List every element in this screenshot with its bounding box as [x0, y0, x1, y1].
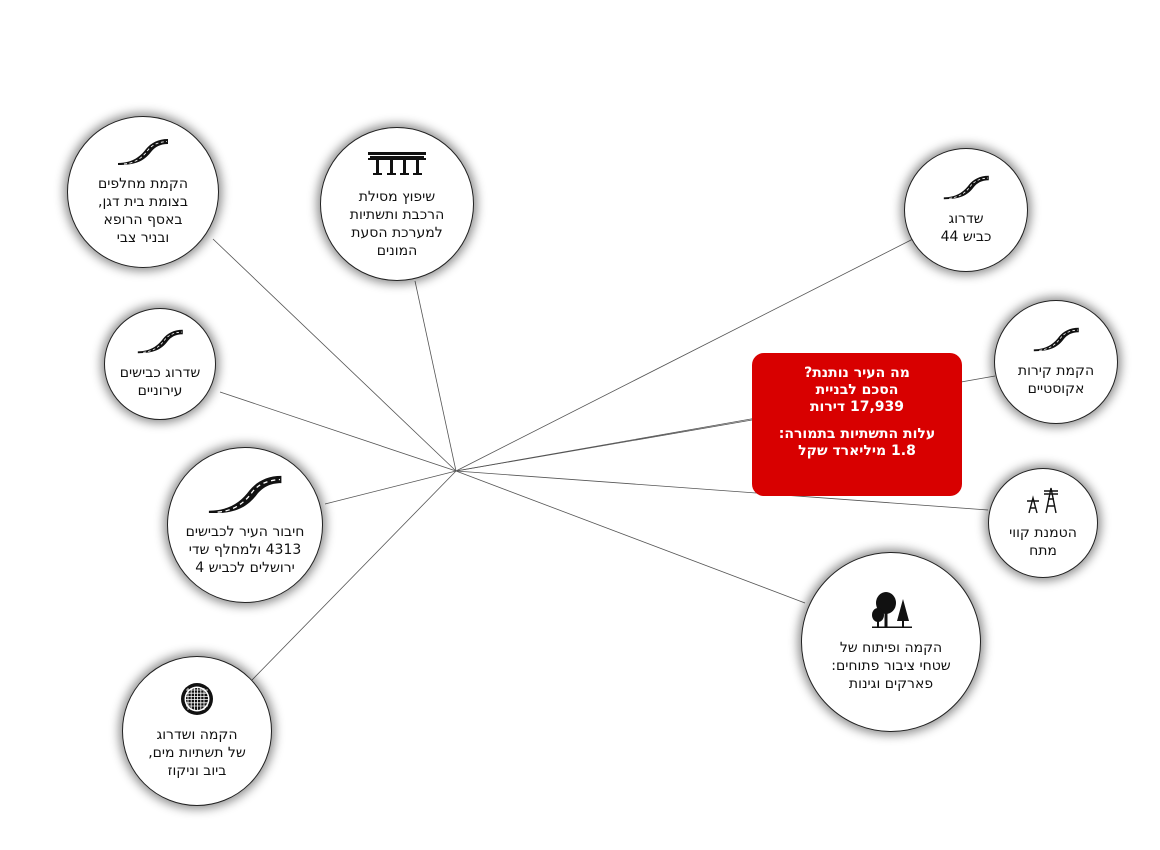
connector-line-parks: [455, 470, 806, 604]
road-icon: [136, 328, 185, 357]
node-powerlines: הטמנת קווי מתח: [988, 468, 1098, 578]
node-urban-roads: שדרוג כבישים עירוניים: [104, 308, 216, 420]
node-label: הקמת קירות אקוסטיים: [1017, 362, 1095, 397]
manhole-icon: [180, 682, 214, 720]
node-label: שדרוג כביש 44: [940, 210, 992, 245]
connector-line-water: [251, 470, 457, 681]
node-water: הקמה ושדרוג של תשתיות מים, ביוב וניקוז: [122, 656, 272, 806]
node-highway44: שדרוג כביש 44: [904, 148, 1028, 272]
node-label: חיבור העיר לכבישים 4313 ולמחלף שדי ירושל…: [185, 524, 305, 577]
power-tower-icon: [1026, 486, 1060, 518]
connector-line-callout: [455, 419, 753, 472]
callout-cost: עלות התשתיות בתמורה: 1.8 מיליארד שקל: [778, 426, 936, 459]
node-acoustic: הקמת קירות אקוסטיים: [994, 300, 1118, 424]
connector-line-interchanges: [212, 238, 457, 472]
road-icon: [206, 473, 284, 518]
node-parks: הקמה ופיתוח של שטחי ציבור פתוחים: פארקים…: [801, 552, 981, 732]
node-label: הקמת מחלפים בצומת בית דגן, באסף הרופא וב…: [97, 176, 188, 246]
node-label: הטמנת קווי מתח: [1009, 525, 1077, 559]
node-label: שדרוג כבישים עירוניים: [119, 364, 201, 399]
callout-headline: מה העיר נותנת? הסכם לבניית 17,939 דירות: [804, 365, 910, 415]
road-icon: [942, 174, 991, 203]
node-connect-roads: חיבור העיר לכבישים 4313 ולמחלף שדי ירושל…: [167, 447, 323, 603]
node-interchanges: הקמת מחלפים בצומת בית דגן, באסף הרופא וב…: [67, 116, 219, 268]
road-icon: [1032, 326, 1081, 355]
connector-line-connect-roads: [324, 470, 457, 505]
bridge-icon: [367, 148, 427, 182]
connector-line-rail: [414, 280, 457, 472]
node-label: שיפוץ מסילת הרכבת ותשתיות למערכת הסעת המ…: [349, 189, 445, 259]
node-rail: שיפוץ מסילת הרכבת ותשתיות למערכת הסעת המ…: [320, 127, 474, 281]
center-callout: מה העיר נותנת? הסכם לבניית 17,939 דירות …: [752, 353, 962, 496]
road-icon: [116, 137, 170, 169]
connector-line-powerlines: [455, 470, 989, 511]
connector-line-highway44: [455, 238, 914, 472]
trees-icon: [869, 591, 913, 633]
node-label: הקמה ושדרוג של תשתיות מים, ביוב וניקוז: [148, 727, 246, 779]
connector-line-urban-roads: [219, 391, 457, 472]
node-label: הקמה ופיתוח של שטחי ציבור פתוחים: פארקים…: [831, 640, 951, 692]
